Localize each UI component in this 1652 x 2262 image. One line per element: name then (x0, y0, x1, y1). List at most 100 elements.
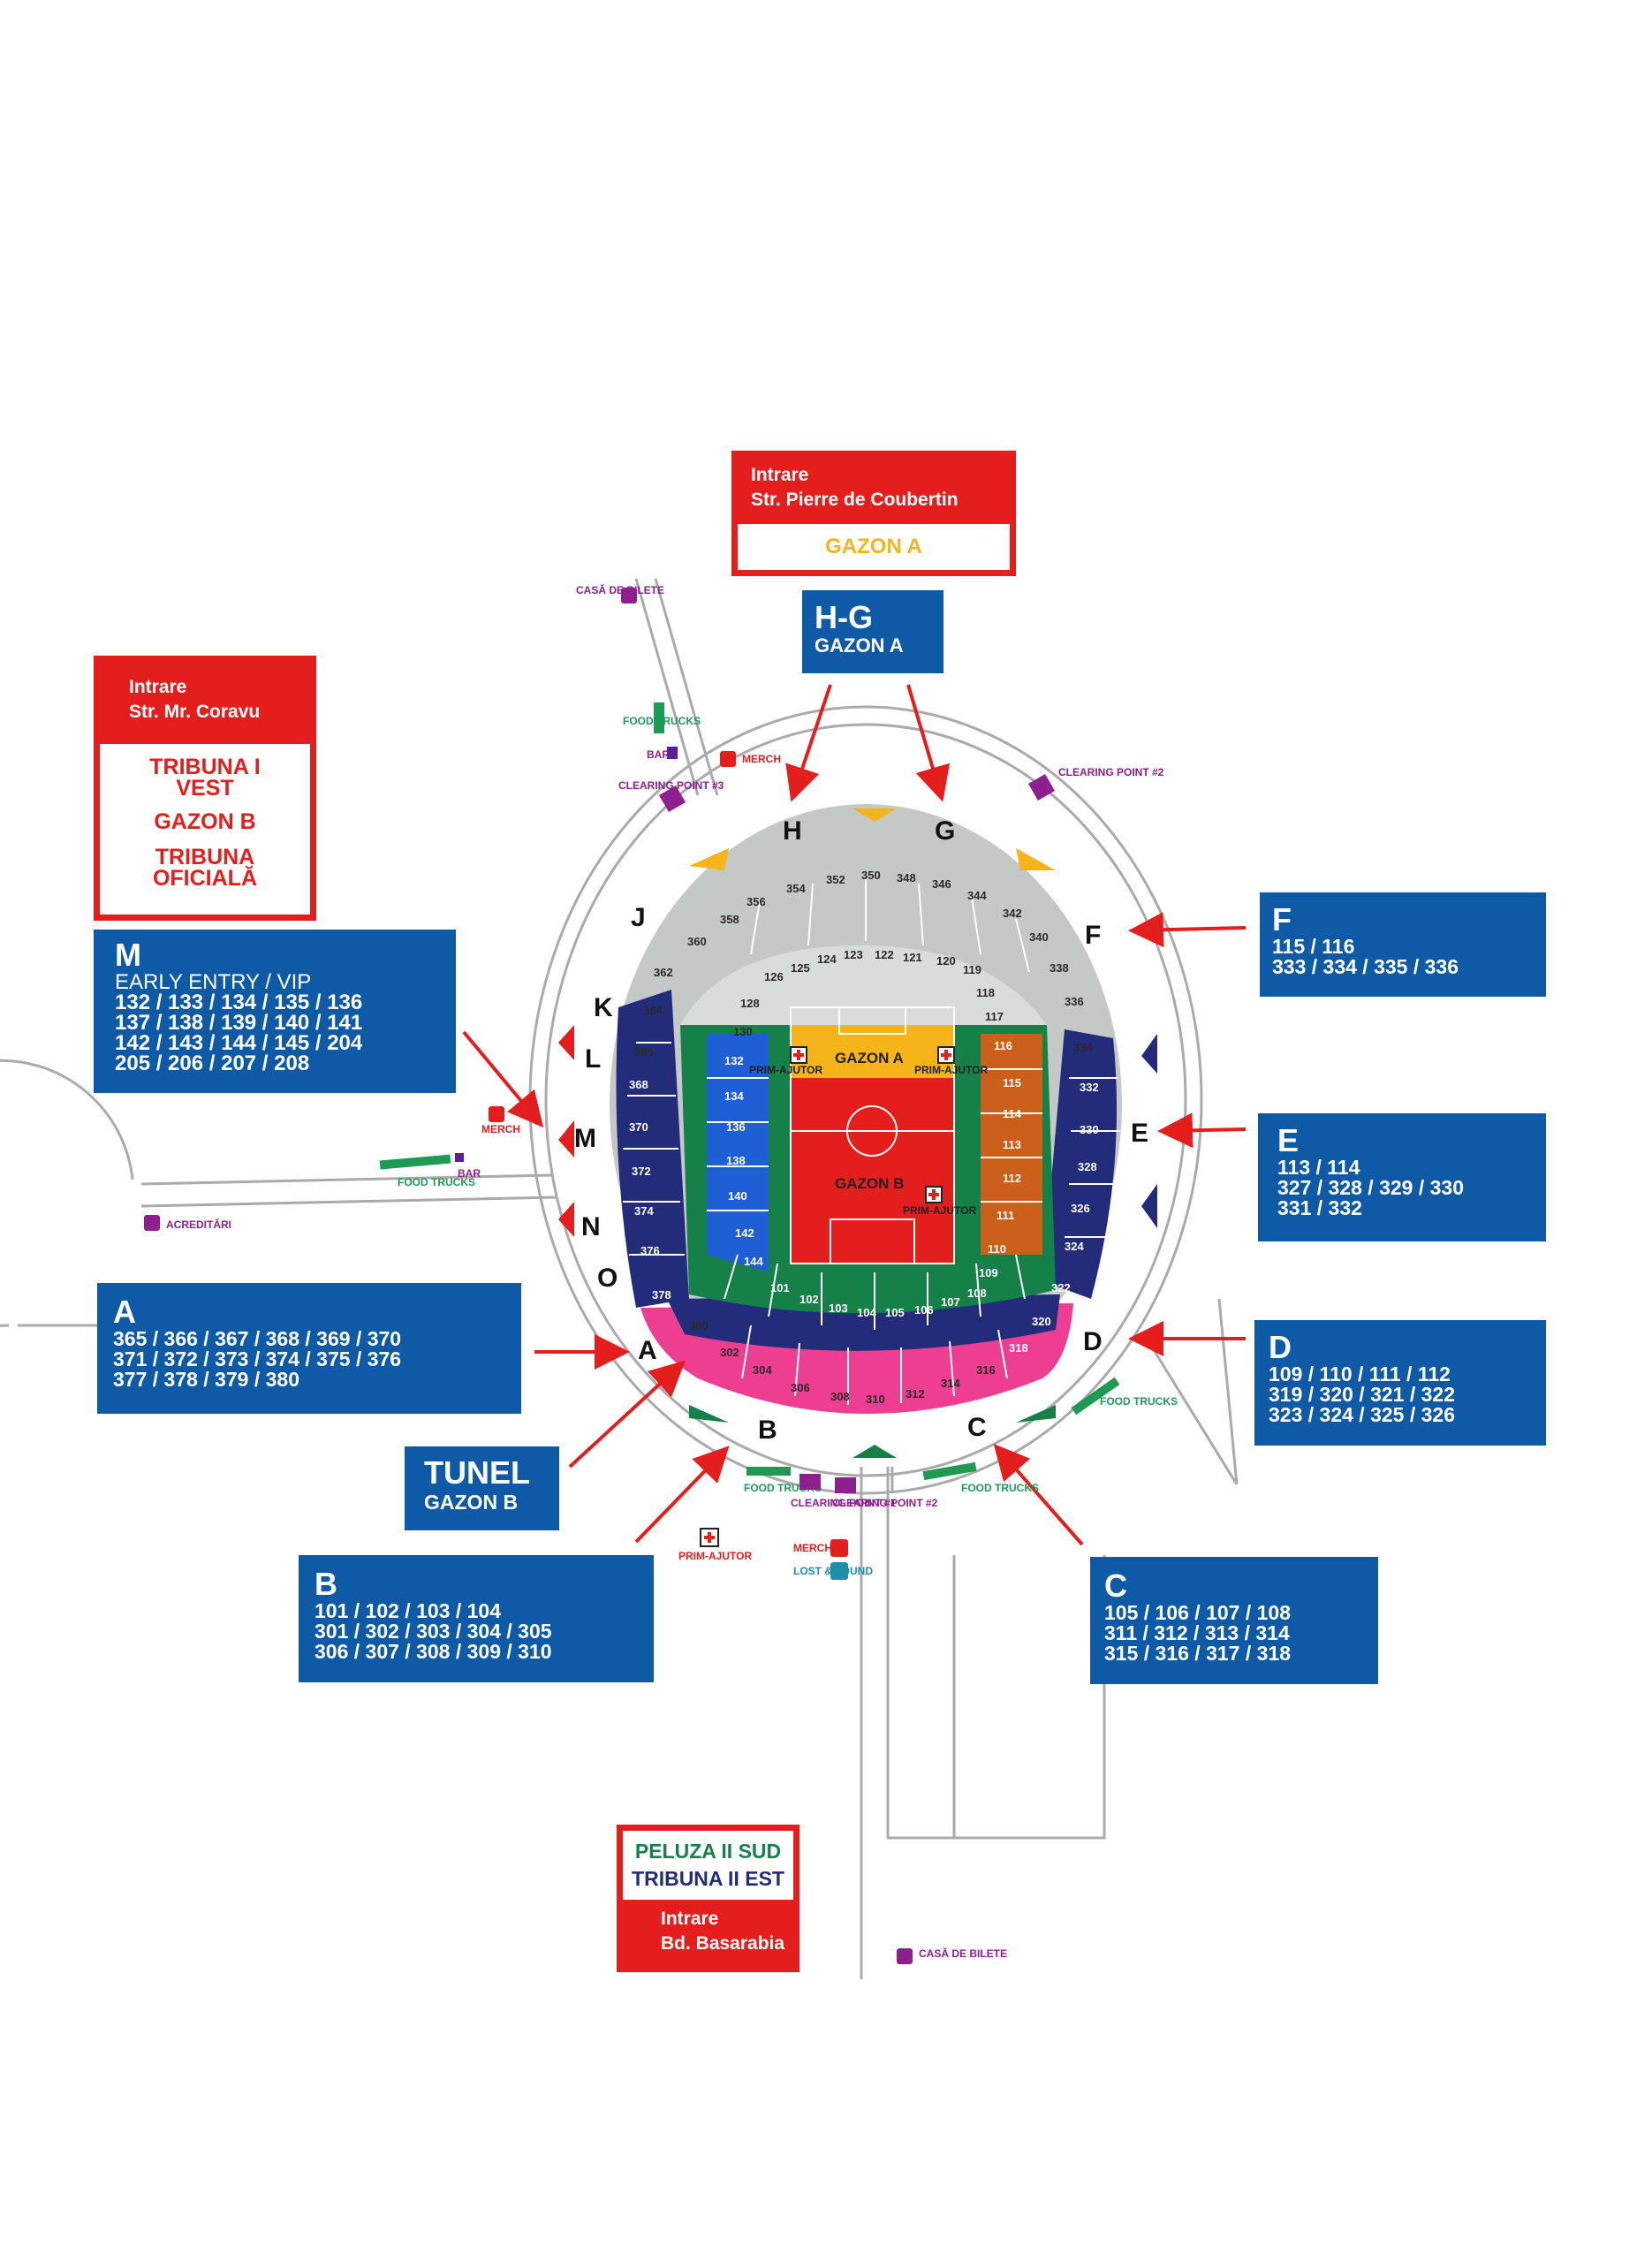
section-110: 110 (988, 1242, 1006, 1256)
food-trucks-west (379, 1154, 451, 1170)
merch-north (720, 751, 736, 767)
inner-ring-path (544, 723, 1187, 1477)
section-334: 334 (1073, 1041, 1093, 1054)
entrance-north-zone-box: GAZON A (738, 524, 1010, 570)
acreditari-label: ACREDITĂRI (166, 1218, 231, 1231)
gate-panel-d-line-1: 109 / 110 / 111 / 112 (1269, 1363, 1451, 1385)
gate-markers (558, 808, 1157, 1458)
section-316: 316 (976, 1363, 996, 1377)
section-114: 114 (1003, 1107, 1022, 1120)
section-112: 112 (1003, 1172, 1021, 1185)
lower-east-tier (981, 1034, 1042, 1255)
clearing-1-label: CLEARING POINT #1 (791, 1497, 897, 1509)
food-trucks-north-label: FOOD TRUCKS (623, 715, 701, 727)
section-308: 308 (830, 1390, 850, 1403)
section-352: 352 (826, 873, 845, 886)
gate-panel-a: A 365 / 366 / 367 / 368 / 369 / 370 371 … (97, 1283, 521, 1414)
food-trucks-east-label: FOOD TRUCKS (1100, 1395, 1178, 1408)
lower-north-tier (680, 945, 1047, 1025)
section-116: 116 (994, 1039, 1012, 1052)
bar-north-label: BAR (647, 748, 670, 761)
gate-m: M (574, 1124, 596, 1153)
entrance-south: PELUZA II SUD TRIBUNA II EST Intrare Bd.… (617, 1825, 799, 1972)
section-106: 106 (914, 1303, 934, 1317)
gate-panel-b-line-2: 301 / 302 / 303 / 304 / 305 (314, 1620, 552, 1643)
clearing-2-south (835, 1477, 856, 1493)
south-navy-band (667, 1294, 1060, 1351)
gate-panel-hg-subtitle: GAZON A (815, 634, 904, 657)
section-108: 108 (967, 1287, 987, 1300)
entrance-west-title: Intrare (129, 677, 187, 697)
merch-south (830, 1539, 848, 1557)
section-356: 356 (746, 895, 766, 908)
gate-j: J (631, 903, 646, 932)
section-362: 362 (654, 966, 673, 979)
gate-panel-hg-title: H-G (815, 599, 873, 635)
gazon-a-label: GAZON A (835, 1050, 904, 1066)
section-142: 142 (735, 1226, 754, 1240)
gate-d: D (1083, 1327, 1103, 1356)
gate-panel-hg: H-G GAZON A (802, 590, 943, 673)
gate-panel-d-line-3: 323 / 324 / 325 / 326 (1269, 1403, 1456, 1426)
entrance-west: Intrare Str. Mr. Coravu TRIBUNA I VEST G… (94, 656, 316, 921)
gate-f: F (1085, 921, 1101, 950)
gate-panel-tunel: TUNEL GAZON B (405, 1446, 559, 1530)
section-328: 328 (1078, 1160, 1097, 1173)
section-378: 378 (652, 1288, 671, 1302)
bar-north (667, 747, 678, 759)
food-trucks-west-label: FOOD TRUCKS (398, 1176, 475, 1188)
section-122: 122 (875, 948, 894, 961)
clearing-2 (1027, 773, 1056, 801)
section-336: 336 (1065, 995, 1084, 1008)
section-138: 138 (726, 1154, 746, 1167)
section-368: 368 (629, 1078, 648, 1091)
gate-n: N (581, 1212, 601, 1241)
section-119: 119 (963, 963, 981, 976)
section-374: 374 (634, 1204, 654, 1218)
gate-panel-b-title: B (314, 1566, 337, 1602)
gate-panel-c: C 105 / 106 / 107 / 108 311 / 312 / 313 … (1090, 1557, 1378, 1684)
section-370: 370 (629, 1120, 648, 1134)
entrance-north-title: Intrare (751, 465, 809, 485)
section-366: 366 (634, 1045, 654, 1059)
bar-west (455, 1153, 464, 1162)
gate-panel-c-line-1: 105 / 106 / 107 / 108 (1104, 1601, 1292, 1624)
section-380: 380 (689, 1319, 709, 1332)
first-aid-3-label: PRIM-AJUTOR (903, 1204, 976, 1217)
gate-panel-e: E 113 / 114 327 / 328 / 329 / 330 331 / … (1258, 1113, 1546, 1241)
ticket-office-north (621, 588, 637, 603)
gazon-b-label: GAZON B (835, 1175, 904, 1192)
section-140: 140 (728, 1189, 747, 1203)
gate-k: K (594, 993, 613, 1022)
section-132: 132 (724, 1054, 744, 1067)
section-136: 136 (726, 1120, 746, 1134)
merch-west (489, 1106, 504, 1122)
gate-panel-m-line-3: 142 / 143 / 144 / 145 / 204 (115, 1031, 363, 1055)
gate-l: L (585, 1044, 601, 1074)
entrance-west-zone-3: TRIBUNA OFICIALĂ (152, 845, 258, 891)
section-115: 115 (1003, 1076, 1021, 1089)
clearing-2-south-label: CLEARING POINT #2 (832, 1497, 938, 1509)
first-aid-south-label: PRIM-AJUTOR (678, 1550, 752, 1562)
section-344: 344 (967, 889, 987, 902)
gate-panel-m-title: M (115, 937, 141, 973)
merch-south-label: MERCH (793, 1542, 832, 1554)
section-128: 128 (740, 997, 760, 1010)
gate-panel-f-line-2: 333 / 334 / 335 / 336 (1272, 955, 1459, 978)
gate-panel-e-line-2: 327 / 328 / 329 / 330 (1277, 1176, 1465, 1199)
section-103: 103 (829, 1302, 848, 1315)
merch-north-label: MERCH (742, 753, 781, 765)
lost-found-label: LOST & FOUND (793, 1565, 873, 1577)
gate-panel-m-line-4: 205 / 206 / 207 / 208 (115, 1051, 310, 1075)
gate-panel-b: B 101 / 102 / 103 / 104 301 / 302 / 303 … (299, 1555, 654, 1682)
gate-panel-m-subtitle: EARLY ENTRY / VIP (115, 970, 312, 994)
food-trucks-south-1 (746, 1467, 791, 1476)
section-302: 302 (720, 1346, 739, 1359)
gate-e: E (1131, 1119, 1148, 1148)
clearing-2-label: CLEARING POINT #2 (1058, 766, 1164, 778)
section-306: 306 (791, 1381, 810, 1394)
gate-b: B (758, 1416, 777, 1445)
gate-panel-a-title: A (113, 1294, 136, 1330)
